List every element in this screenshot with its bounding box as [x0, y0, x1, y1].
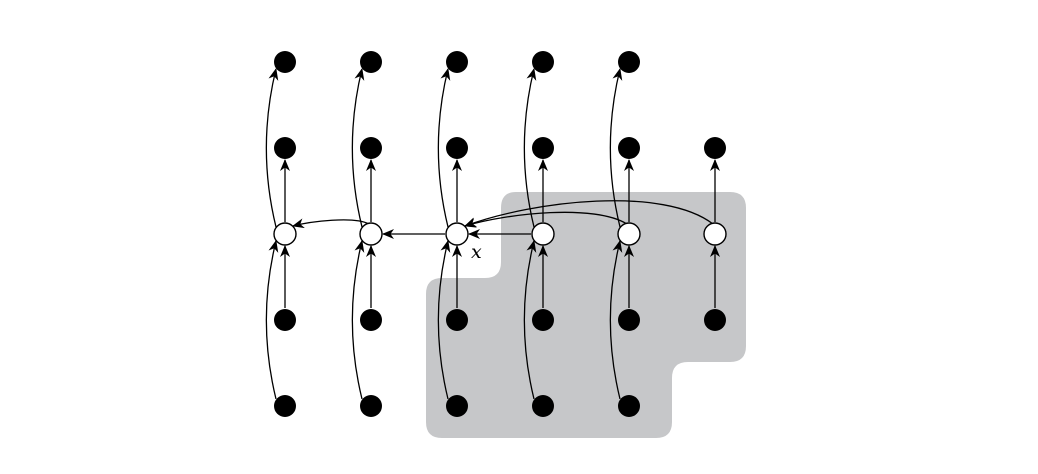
open-node-c1r2: [359, 222, 383, 246]
filled-node-c2r1: [446, 137, 468, 159]
filled-node-c1r0: [360, 51, 382, 73]
open-node-c4r2: [617, 222, 641, 246]
edges-layer: [265, 68, 720, 400]
filled-node-c2r0: [446, 51, 468, 73]
node-label-x: x: [471, 241, 482, 263]
filled-node-c3r3: [532, 309, 554, 331]
edge-c0r4-to-c0r2: [265, 240, 279, 400]
open-node-c3r2: [531, 222, 555, 246]
open-node-c5r2: [703, 222, 727, 246]
edge-c1r2-to-c1r0: [351, 68, 365, 228]
filled-node-c2r3: [446, 309, 468, 331]
edge-c2r2-to-c2r0: [437, 68, 451, 228]
nodes-layer: [273, 51, 727, 417]
filled-node-c3r4: [532, 395, 554, 417]
filled-node-c3r1: [532, 137, 554, 159]
open-node-c0r2: [273, 222, 297, 246]
filled-node-c4r0: [618, 51, 640, 73]
edge-c2r4-to-c2r2: [437, 240, 451, 400]
filled-node-c1r1: [360, 137, 382, 159]
edge-c5r2-to-c2r2: [464, 200, 714, 227]
edge-c3r4-to-c3r2: [523, 240, 537, 400]
filled-node-c3r0: [532, 51, 554, 73]
filled-node-c0r1: [274, 137, 296, 159]
edge-c4r4-to-c4r2: [609, 240, 623, 400]
filled-node-c4r3: [618, 309, 640, 331]
filled-node-c0r3: [274, 309, 296, 331]
shaded-region: [426, 192, 746, 438]
filled-node-c1r3: [360, 309, 382, 331]
filled-node-c0r0: [274, 51, 296, 73]
filled-node-c5r1: [704, 137, 726, 159]
edge-c4r2-to-c4r0: [609, 68, 623, 228]
filled-node-c4r4: [618, 395, 640, 417]
open-node-c2r2: [445, 222, 469, 246]
filled-node-c0r4: [274, 395, 296, 417]
edge-c4r2-to-c2r2: [464, 211, 628, 228]
edge-c1r2-to-c0r2: [292, 218, 370, 229]
filled-node-c1r4: [360, 395, 382, 417]
edge-c1r4-to-c1r2: [351, 240, 365, 400]
filled-node-c5r3: [704, 309, 726, 331]
filled-node-c4r1: [618, 137, 640, 159]
edge-c0r2-to-c0r0: [265, 68, 279, 228]
filled-node-c2r4: [446, 395, 468, 417]
